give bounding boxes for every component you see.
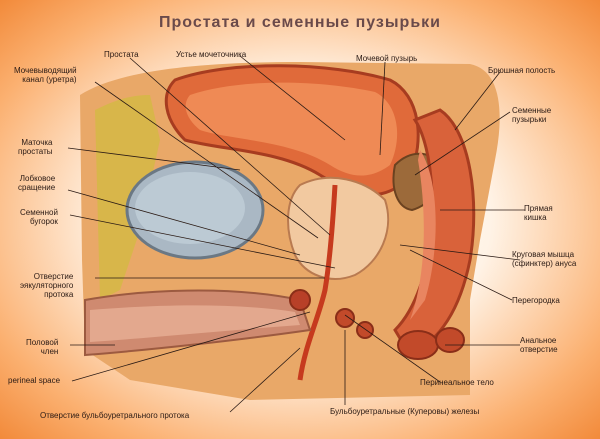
- label-bulbourethral-duct: Отверстие бульбоуретрального протока: [40, 411, 190, 420]
- label-cowper-glands: Бульбоуретральные (Куперовы) железы: [330, 407, 480, 416]
- cowper-gland-3: [289, 289, 311, 311]
- diagram-title: Простата и семенные пузырьки: [158, 14, 441, 31]
- label-urethra-mouth: Устье мочеточника: [176, 50, 247, 59]
- label-perineal-body: Перинеальное тело: [420, 378, 494, 387]
- cowper-gland-1: [335, 308, 355, 328]
- leader-lines: [67, 55, 525, 413]
- label-septum: Перегородка: [512, 296, 560, 305]
- label-sphincter: Круговая мышца(сфинктер) ануса: [512, 250, 577, 268]
- label-prostate: Простата: [104, 50, 139, 59]
- prostate-shape: [287, 176, 390, 280]
- cowper-gland-2: [356, 321, 374, 339]
- urethra-shape: [297, 184, 338, 381]
- label-abdominal-cavity: Брюшная полость: [488, 66, 556, 75]
- sphincter-shape: [397, 330, 439, 360]
- label-perineal-space: perineal space: [8, 376, 61, 385]
- label-bladder: Мочевой пузырь: [356, 54, 418, 63]
